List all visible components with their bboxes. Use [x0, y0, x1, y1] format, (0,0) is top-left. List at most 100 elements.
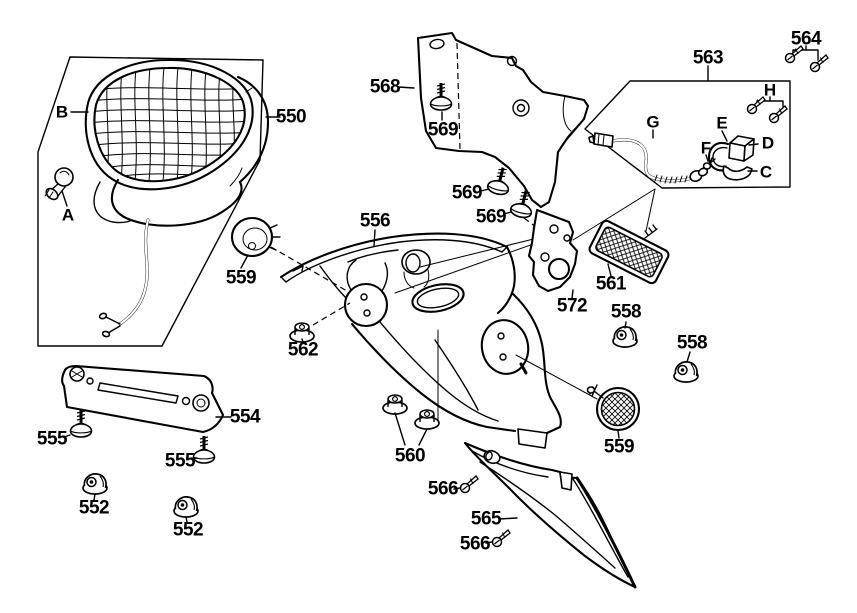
- assembly-line-562: [312, 302, 351, 326]
- assembly-line-fender-3: [515, 354, 598, 400]
- assembly-line-563-to-572: [572, 188, 656, 241]
- screw-569-2: [480, 163, 515, 198]
- part-label-559-3: 559: [226, 268, 256, 289]
- tail-light-wire: [98, 218, 150, 338]
- part-label-556-8: 556: [360, 211, 390, 232]
- part-label-565-29: 565: [471, 509, 502, 530]
- leader-564: [792, 45, 819, 61]
- screw-555-1: [63, 408, 93, 439]
- part-label-559-23: 559: [604, 437, 634, 458]
- part-label-552-27: 552: [79, 498, 109, 519]
- screw-555-2: [190, 434, 216, 465]
- lens-crosshatch: [94, 67, 245, 182]
- screw-566-1: [453, 475, 479, 494]
- nut-558-1: [612, 321, 638, 348]
- screw-566-2: [485, 529, 511, 548]
- bulb-a: [44, 167, 74, 207]
- part-label-C-16: C: [760, 163, 772, 182]
- part-label-568-4: 568: [370, 77, 400, 98]
- leader-559-left: [240, 254, 249, 269]
- fender-oval-hole: [411, 283, 465, 313]
- part-label-G-12: G: [646, 113, 659, 132]
- leader-555-2: [190, 457, 198, 460]
- leader-f: [705, 154, 709, 162]
- mount-plate-572: [527, 208, 579, 299]
- part-label-566-31: 566: [460, 534, 490, 555]
- unit-d: [728, 135, 759, 162]
- leader-552-2: [185, 516, 188, 523]
- wiring-kit-boundary-box: [584, 80, 791, 189]
- part-label-566-30: 566: [428, 479, 458, 500]
- grommet-ring-e: [707, 130, 730, 172]
- leader-560: [394, 412, 428, 446]
- leader-566-1: [453, 487, 461, 490]
- part-label-555-25: 555: [37, 429, 68, 450]
- screws-h: [746, 96, 788, 124]
- reflector-559-right: [586, 384, 641, 439]
- part-label-563-9: 563: [693, 48, 723, 69]
- wire-harness-g: [588, 129, 709, 184]
- nut-552-2: [173, 496, 199, 523]
- part-label-555-26: 555: [165, 451, 196, 472]
- leader-562: [301, 338, 304, 343]
- leader-555-1: [63, 434, 71, 438]
- part-label-A-2: A: [62, 206, 74, 225]
- nuts-560: [382, 394, 440, 446]
- nut-552-1: [82, 473, 108, 501]
- socket-bulb-f: [702, 154, 716, 170]
- part-label-561-18: 561: [596, 274, 627, 295]
- screw-569-1: [429, 81, 453, 121]
- leader-565: [498, 517, 518, 520]
- fender-bracket-556: [279, 229, 598, 449]
- leader-561: [607, 263, 612, 277]
- leader-552-1: [93, 493, 96, 501]
- part-label-560-22: 560: [395, 446, 425, 467]
- part-label-569-5: 569: [428, 120, 458, 141]
- part-label-569-6: 569: [452, 183, 482, 204]
- leader-d: [748, 143, 759, 146]
- part-label-572-17: 572: [557, 296, 587, 317]
- grommet-559-left: [230, 216, 348, 292]
- tail-light-housing: [93, 75, 270, 227]
- assembly-line-563-to-561: [645, 188, 656, 232]
- leader-a: [61, 190, 68, 207]
- fender-left-mount-plate: [343, 259, 389, 328]
- tail-light-lens-b: [84, 58, 254, 191]
- reflector-561: [588, 219, 670, 285]
- leader-558-2: [686, 351, 691, 363]
- leader-569-2: [480, 188, 490, 192]
- plate-bracket-554: [61, 364, 232, 434]
- leader-566-2: [485, 541, 493, 544]
- part-label-B-1: B: [56, 103, 68, 122]
- nut-562: [289, 302, 351, 343]
- clip-c: [722, 165, 758, 181]
- part-label-552-28: 552: [173, 520, 203, 541]
- leader-559-right: [617, 430, 620, 439]
- part-label-558-19: 558: [611, 302, 641, 323]
- part-label-562-21: 562: [288, 340, 318, 361]
- tail-light-assembly-550: [37, 56, 348, 347]
- fender-right-mount-plate: [480, 319, 530, 375]
- leader-568: [397, 86, 415, 89]
- part-label-558-20: 558: [677, 333, 707, 354]
- part-label-F-14: F: [701, 139, 711, 158]
- leader-e: [721, 130, 728, 142]
- assembly-line-fender-2: [394, 235, 557, 294]
- fender-bottom-tab: [517, 428, 548, 449]
- tail-light-boundary-box: [37, 56, 264, 347]
- part-label-564-10: 564: [791, 29, 822, 50]
- wiring-kit-563: [572, 65, 791, 241]
- leader-572: [571, 289, 574, 299]
- part-label-569-7: 569: [476, 207, 506, 228]
- leader-569-3: [503, 211, 512, 215]
- leader-h: [756, 96, 784, 111]
- part-label-H-11: H: [764, 81, 776, 100]
- nut-558-2: [673, 351, 699, 383]
- mud-flap-565: [463, 441, 637, 589]
- bracket-568: [397, 31, 590, 209]
- part-label-E-13: E: [716, 114, 727, 133]
- part-label-D-15: D: [762, 134, 774, 153]
